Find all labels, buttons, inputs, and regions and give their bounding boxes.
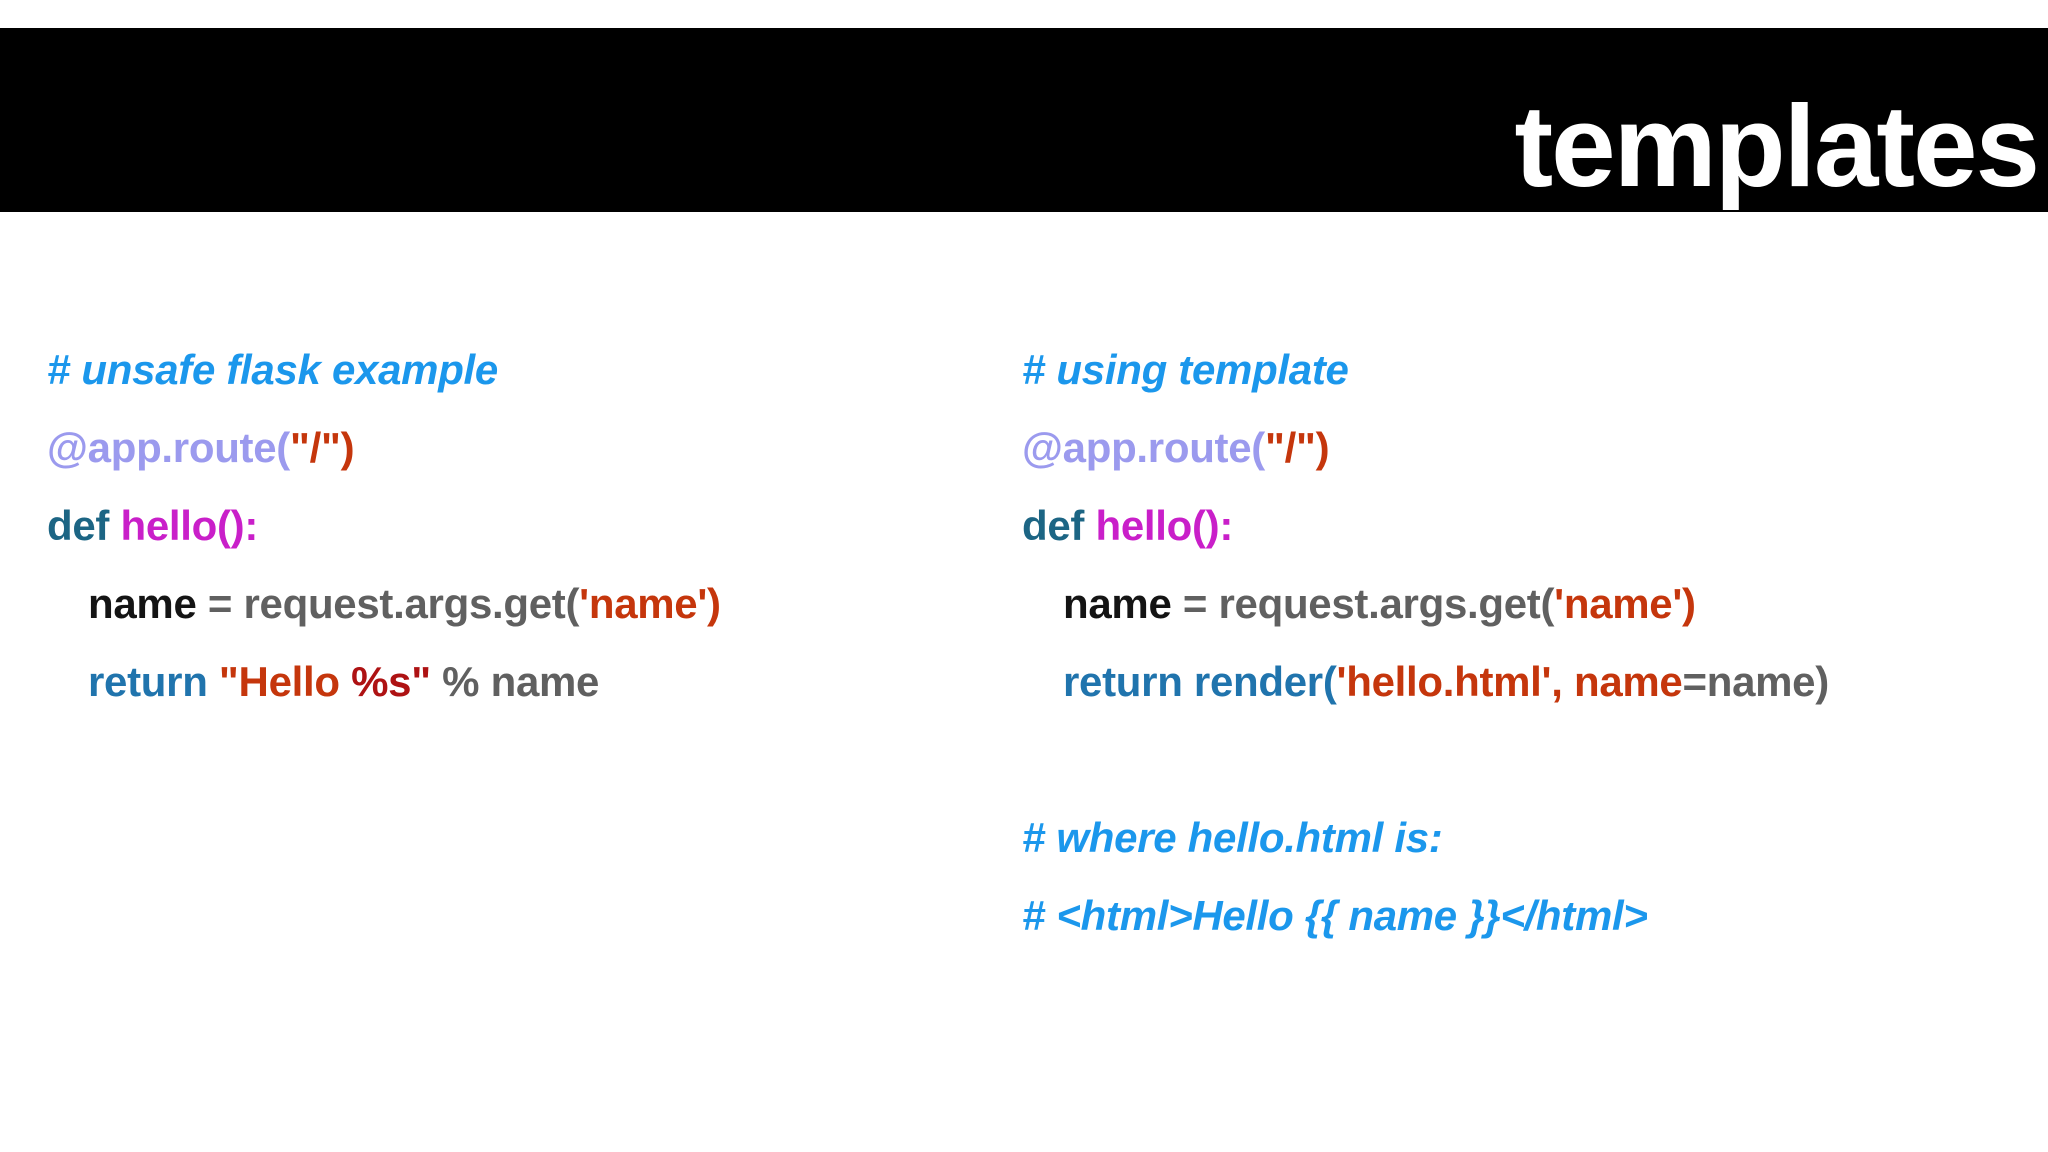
- token-string: "/"): [289, 424, 355, 471]
- code-block-unsafe-example: # unsafe flask example@app.route("/")def…: [47, 331, 721, 721]
- code-line: def hello():: [47, 487, 721, 565]
- token-string: "/"): [1264, 424, 1330, 471]
- token-keyword-return: return render(: [1063, 658, 1337, 705]
- token-keyword-def: def: [1022, 502, 1096, 549]
- code-line: name = request.args.get('name'): [47, 565, 721, 643]
- code-line: [1022, 721, 1829, 799]
- token-string: 'hello.html', name: [1336, 658, 1683, 705]
- code-line: # where hello.html is:: [1022, 799, 1829, 877]
- token-keyword-def: def: [47, 502, 121, 549]
- token-plain: = request.args.get(: [1171, 580, 1555, 627]
- code-line: # using template: [1022, 331, 1829, 409]
- token-plain: =name): [1682, 658, 1830, 705]
- code-line: # unsafe flask example: [47, 331, 721, 409]
- token-keyword-return: return: [88, 658, 219, 705]
- title-bar: templates: [0, 28, 2048, 212]
- token-string: "Hello: [218, 658, 352, 705]
- code-line: @app.route("/"): [1022, 409, 1829, 487]
- token-string-dark: %s": [351, 658, 431, 705]
- code-line: def hello():: [1022, 487, 1829, 565]
- code-line: name = request.args.get('name'): [1022, 565, 1829, 643]
- token-plain: % name: [430, 658, 600, 705]
- code-line: # <html>Hello {{ name }}</html>: [1022, 877, 1829, 955]
- token-comment: # using template: [1022, 346, 1349, 393]
- token-comment: # unsafe flask example: [47, 346, 498, 393]
- code-line: return "Hello %s" % name: [47, 643, 721, 721]
- token-variable: name: [88, 580, 197, 627]
- code-block-template-example: # using template@app.route("/")def hello…: [1022, 331, 1829, 955]
- token-comment: # <html>Hello {{ name }}</html>: [1022, 892, 1648, 939]
- token-function: hello():: [1095, 502, 1234, 549]
- slide-title: templates: [1514, 81, 2040, 211]
- token-decorator: @app.route(: [1022, 424, 1265, 471]
- token-string: 'name'): [1554, 580, 1696, 627]
- token-function: hello():: [120, 502, 259, 549]
- token-string: 'name'): [579, 580, 721, 627]
- token-variable: name: [1063, 580, 1172, 627]
- code-line: return render('hello.html', name=name): [1022, 643, 1829, 721]
- token-decorator: @app.route(: [47, 424, 290, 471]
- code-line: @app.route("/"): [47, 409, 721, 487]
- token-comment: # where hello.html is:: [1022, 814, 1443, 861]
- token-plain: = request.args.get(: [196, 580, 580, 627]
